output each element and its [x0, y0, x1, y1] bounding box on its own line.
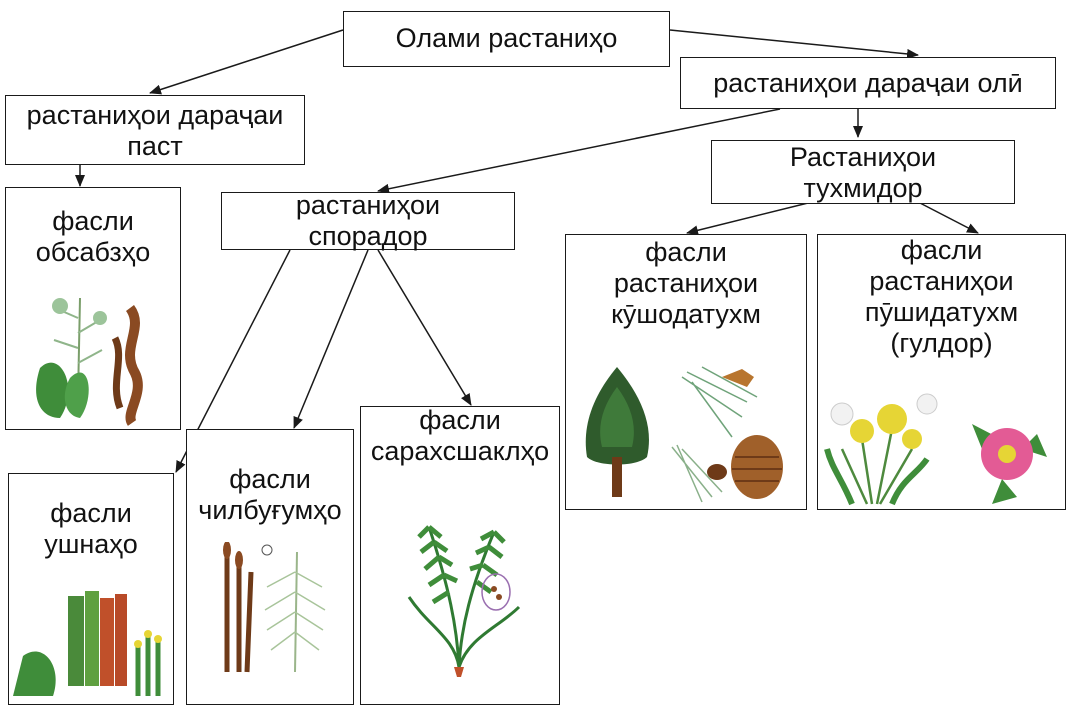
- arrow-spore-to-horsetails: [293, 249, 369, 429]
- seed-plants-label: Растаниҳои тухмидор: [789, 142, 937, 203]
- mosses-card: фасли ушнаҳо: [8, 473, 174, 705]
- angiosperms-illustration: [824, 393, 1047, 506]
- angiosperms-card: фасли растаниҳои пӯшидатухм (гулдор): [817, 234, 1066, 510]
- root-label: Олами растаниҳо: [395, 23, 618, 53]
- spore-plants-label: растаниҳои спорадор: [295, 190, 441, 251]
- arrow-root-to-lower: [149, 29, 344, 95]
- mosses-illustration: [13, 591, 162, 696]
- ferns-label: фасли сарахсшаклҳо: [370, 406, 550, 466]
- algae-label: фасли обсабзҳо: [35, 206, 151, 267]
- mosses-label: фасли ушнаҳо: [44, 498, 138, 559]
- spore-plants-box: растаниҳои спорадор: [221, 190, 515, 251]
- seed-plants-box: Растаниҳои тухмидор: [711, 140, 1015, 204]
- algae-card: фасли обсабзҳо: [5, 187, 181, 430]
- arrow-spore-to-ferns: [377, 249, 472, 406]
- gymnosperms-card: фасли растаниҳои кӯшодатухм: [565, 234, 807, 510]
- lower-plants-label: растаниҳои дараҷаи паст: [26, 100, 284, 161]
- gymnosperms-label: фасли растаниҳои кӯшодатухм: [611, 237, 761, 329]
- horsetails-illustration: [223, 542, 326, 673]
- ferns-illustration: [407, 525, 521, 677]
- horsetails-card: фасли чилбуғумҳо: [186, 429, 354, 705]
- ferns-card: фасли сарахсшаклҳо: [360, 406, 560, 705]
- horsetails-label: фасли чилбуғумҳо: [198, 464, 342, 525]
- algae-illustration: [36, 297, 143, 426]
- gymnosperms-illustration: [585, 366, 783, 503]
- angiosperms-label: фасли растаниҳои пӯшидатухм (гулдор): [864, 235, 1019, 358]
- lower-plants-box: растаниҳои дараҷаи паст: [5, 95, 305, 165]
- arrow-seed-to-gymno: [686, 202, 809, 236]
- higher-plants-label: растаниҳои дараҷаи олӣ: [713, 68, 1023, 98]
- arrow-root-to-higher: [669, 29, 919, 59]
- root-box: Олами растаниҳо: [343, 11, 670, 67]
- arrow-seed-to-angio: [919, 202, 979, 234]
- higher-plants-box: растаниҳои дараҷаи олӣ: [680, 57, 1056, 109]
